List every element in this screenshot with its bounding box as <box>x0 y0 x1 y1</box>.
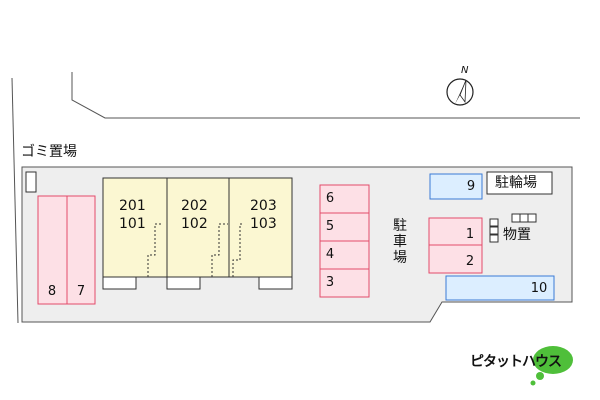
parking-space-2-box <box>428 244 483 274</box>
storage-label: 物置 <box>503 227 531 243</box>
unit-201-label: 201 <box>119 198 146 214</box>
bicycle-parking-box <box>486 171 553 195</box>
parking-space-4: 4 <box>325 247 335 262</box>
parking-space-7-box <box>66 195 96 305</box>
unit-203-label: 203 <box>250 198 277 214</box>
stair-line-1 <box>147 223 163 277</box>
parking-space-10-box <box>445 275 555 301</box>
bicycle-parking-label: 駐輪場 <box>495 175 537 191</box>
parking-space-6-box <box>319 184 370 214</box>
parking-space-2: 2 <box>465 254 475 269</box>
porch-3 <box>258 276 293 290</box>
storage-icon-a <box>489 218 499 227</box>
road-line-left <box>11 77 19 324</box>
parking-space-3: 3 <box>325 275 335 290</box>
parking-lot-label-char-2: 車 <box>393 234 407 250</box>
parking-space-10: 10 <box>530 281 548 296</box>
brand-logo-text: ピタットハウス <box>470 354 562 370</box>
parking-space-1: 1 <box>465 227 475 242</box>
parking-lot-label-char-3: 場 <box>393 250 407 266</box>
unit-102-label: 102 <box>181 216 208 232</box>
parking-space-8-box <box>37 195 68 305</box>
storage-icon-b <box>489 226 499 235</box>
storage-icon-c <box>489 234 499 243</box>
parking-space-4-box <box>319 240 370 270</box>
compass-icon <box>446 78 474 106</box>
brand-logo-icon <box>530 346 573 386</box>
storage-icon-e <box>519 213 529 223</box>
road-line-top <box>71 72 580 119</box>
garbage-area-label: ゴミ置場 <box>21 144 77 160</box>
parking-lot-label: 駐 車 場 <box>392 218 408 266</box>
building-unit-1 <box>102 177 168 278</box>
storage-icon-d <box>511 213 521 223</box>
porch-2 <box>166 276 201 290</box>
parking-space-8: 8 <box>47 284 57 299</box>
parking-space-9-box <box>429 173 483 200</box>
parking-space-5-box <box>319 212 370 242</box>
north-label: N <box>461 65 469 76</box>
unit-202-label: 202 <box>181 198 208 214</box>
stair-line-3 <box>232 223 244 277</box>
parking-space-5: 5 <box>325 219 335 234</box>
unit-103-label: 103 <box>250 216 277 232</box>
parking-space-3-box <box>319 268 370 298</box>
parking-space-6: 6 <box>325 191 335 206</box>
parking-space-7: 7 <box>76 284 86 299</box>
stair-line-2 <box>211 223 228 277</box>
porch-1 <box>102 276 137 290</box>
unit-101-label: 101 <box>119 216 146 232</box>
parking-space-9: 9 <box>466 179 476 194</box>
storage-icon-f <box>527 213 537 223</box>
garbage-box <box>25 171 37 193</box>
parking-lot-label-char-1: 駐 <box>393 218 407 234</box>
parking-space-1-box <box>428 217 483 246</box>
